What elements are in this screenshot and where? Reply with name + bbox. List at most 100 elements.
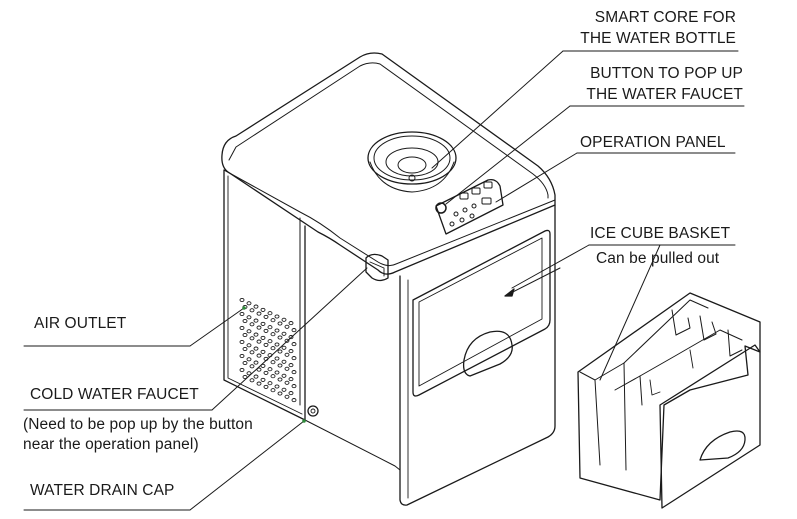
vent-hole	[291, 342, 297, 347]
vent-hole	[239, 353, 245, 359]
vent-hole	[253, 374, 259, 379]
label-operation-panel: OPERATION PANEL	[580, 134, 726, 151]
vent-hole	[242, 332, 248, 338]
vent-hole	[249, 378, 255, 383]
front-window-inner	[418, 237, 543, 387]
vent-hole	[267, 339, 273, 344]
vent-hole	[288, 349, 294, 354]
vent-hole	[270, 360, 276, 365]
vent-hole	[263, 328, 269, 333]
vent-hole	[256, 367, 262, 372]
vent-hole	[256, 311, 262, 316]
vent-hole	[281, 331, 287, 336]
vent-hole	[270, 346, 276, 351]
vent-hole	[253, 346, 259, 351]
vent-hole	[263, 370, 269, 375]
front-window-outer	[412, 229, 551, 397]
left-side	[223, 169, 306, 421]
label-smart-core: SMART CORE FOR THE WATER BOTTLE	[536, 10, 736, 46]
vent-hole	[277, 377, 283, 382]
vent-hole	[291, 328, 297, 333]
vent-hole	[274, 356, 280, 361]
vent-hole	[260, 363, 266, 368]
vent-hole	[253, 318, 259, 323]
vent-hole	[291, 370, 297, 375]
vent-hole	[260, 377, 266, 382]
smart-core	[367, 131, 457, 193]
vent-hole	[274, 370, 280, 375]
label-button-popup-line2: THE WATER FAUCET	[586, 85, 743, 103]
basket-outer	[577, 292, 761, 501]
vent-hole	[246, 371, 252, 376]
vent-hole	[260, 349, 266, 354]
vent-hole	[260, 307, 266, 312]
vent-hole	[239, 325, 245, 331]
vent-hole	[267, 381, 273, 386]
bottom-left-edge	[304, 419, 401, 471]
vent-hole	[242, 318, 248, 324]
vent-hole	[281, 317, 287, 322]
vent-hole	[239, 297, 245, 303]
vent-hole	[249, 350, 255, 355]
vent-hole	[256, 339, 262, 344]
vent-hole	[274, 342, 280, 347]
ice-cube-basket	[577, 292, 761, 509]
basket-front	[659, 344, 761, 509]
vent-hole	[270, 374, 276, 379]
vent-hole	[249, 322, 255, 327]
vent-hole	[277, 349, 283, 354]
label-cold-faucet-note-1: (Need to be pop up by the button	[23, 416, 253, 433]
vent-hole	[288, 377, 294, 382]
vent-hole	[274, 384, 280, 389]
vent-hole	[270, 332, 276, 337]
vent-hole	[263, 342, 269, 347]
machine-body	[221, 52, 561, 506]
vent-hole	[263, 314, 269, 319]
vent-hole	[253, 332, 259, 337]
leader-end-dots	[242, 306, 306, 423]
vent-hole	[242, 346, 248, 352]
vent-hole	[277, 321, 283, 326]
vent-hole	[249, 308, 255, 313]
vent-hole	[291, 384, 297, 389]
vent-hole	[284, 324, 290, 329]
vent-hole	[277, 335, 283, 340]
label-ice-basket: ICE CUBE BASKET	[590, 225, 731, 242]
vent-hole	[253, 360, 259, 365]
vent-hole	[263, 384, 269, 389]
vent-hole	[256, 325, 262, 330]
label-drain-cap: WATER DRAIN CAP	[30, 482, 175, 499]
drain-cap	[307, 405, 319, 417]
label-button-popup: BUTTON TO POP UP THE WATER FAUCET	[523, 66, 743, 102]
front-corner	[399, 204, 556, 506]
vent-hole	[291, 356, 297, 361]
vent-hole	[284, 338, 290, 343]
label-ice-basket-note: Can be pulled out	[596, 250, 720, 267]
vent-hole	[284, 394, 290, 399]
vent-hole	[284, 380, 290, 385]
vent-hole	[281, 359, 287, 364]
basket-top-rim	[579, 299, 709, 381]
vent-hole	[246, 329, 252, 334]
vent-hole	[288, 335, 294, 340]
vent-hole	[267, 325, 273, 330]
vent-hole	[274, 328, 280, 333]
label-cold-faucet-note-2: near the operation panel)	[23, 436, 199, 453]
vent-hole	[260, 335, 266, 340]
vent-hole	[281, 387, 287, 392]
leader-lines	[23, 50, 745, 511]
vent-hole	[284, 352, 290, 357]
vent-hole	[288, 363, 294, 368]
label-button-popup-line1: BUTTON TO POP UP	[590, 65, 743, 82]
vent-hole	[239, 339, 245, 345]
vent-hole	[242, 374, 248, 380]
basket-handle	[699, 430, 746, 461]
vent-hole	[277, 363, 283, 368]
vent-hole	[274, 314, 280, 319]
vent-hole	[281, 345, 287, 350]
vent-hole	[270, 318, 276, 323]
label-smart-core-line2: THE WATER BOTTLE	[580, 29, 736, 47]
label-air-outlet: AIR OUTLET	[34, 315, 127, 332]
